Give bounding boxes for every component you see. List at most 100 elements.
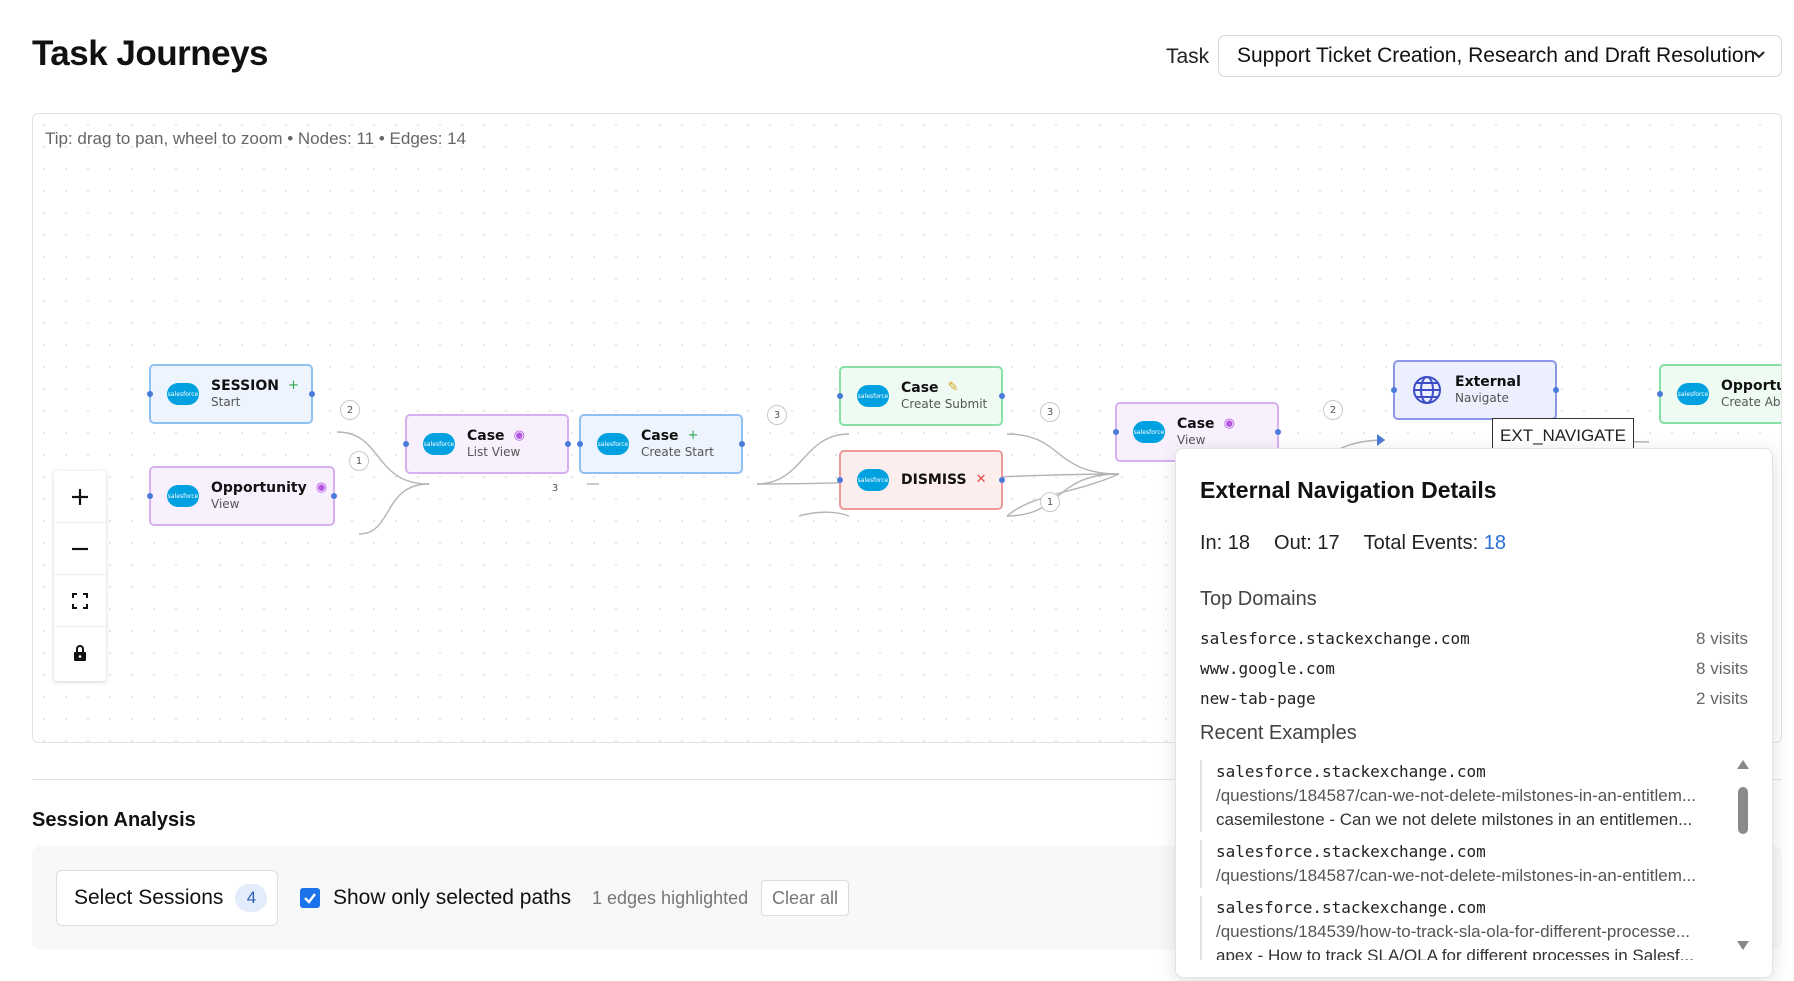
edge-casesubmit-caseview (1006, 433, 1120, 475)
edge-label: 3 (551, 482, 559, 494)
clear-all-button[interactable]: Clear all (761, 880, 849, 916)
zoom-in-button[interactable] (54, 471, 106, 523)
node-case-list-view[interactable]: salesforce Case ◉ List View (403, 414, 571, 474)
task-label: Task (1166, 45, 1210, 68)
show-only-selected-checkbox[interactable] (300, 888, 320, 908)
plus-icon: + (288, 378, 299, 393)
scroll-up-arrow-icon[interactable] (1737, 760, 1749, 769)
zoom-out-button[interactable] (54, 523, 106, 575)
details-title: External Navigation Details (1200, 477, 1497, 503)
node-case-create-submit[interactable]: salesforce Case ✎ Create Submit (837, 366, 1005, 426)
edge-label: 2 (1323, 400, 1343, 420)
total-events-value: 18 (1483, 532, 1506, 554)
salesforce-logo-icon: salesforce (857, 469, 889, 491)
domain-row: new-tab-page 2 visits (1200, 689, 1748, 708)
session-count-badge: 4 (235, 884, 268, 912)
edit-icon: ✎ (947, 380, 959, 395)
session-analysis-title: Session Analysis (32, 809, 196, 831)
node-name: SESSION (211, 378, 280, 394)
globe-icon (1411, 374, 1443, 406)
eye-icon: ◉ (1223, 416, 1235, 431)
task-select[interactable]: Support Ticket Creation, Research and Dr… (1218, 35, 1782, 77)
edge-dismiss-caseview (1006, 473, 1120, 517)
node-opportunity-view[interactable]: salesforce Opportunity ◉ View (147, 466, 337, 526)
edge-dismiss-loop (798, 511, 850, 517)
node-name: Case (641, 428, 679, 444)
recent-examples-list[interactable]: salesforce.stackexchange.com /questions/… (1200, 760, 1730, 960)
edges-highlighted-count: 1 edges highlighted (592, 888, 749, 908)
page-title: Task Journeys (32, 34, 269, 73)
node-sub: List View (467, 445, 521, 459)
eye-icon: ◉ (315, 480, 328, 495)
chevron-down-icon (1753, 51, 1765, 59)
edge-casecreate-casesubmit (756, 433, 850, 485)
checkmark-icon (304, 893, 316, 904)
node-sub: View (1177, 433, 1206, 447)
journey-canvas[interactable]: Tip: drag to pan, wheel to zoom • Nodes:… (32, 113, 1782, 743)
edge-session-caselist (336, 431, 430, 485)
node-sub: View (211, 497, 240, 511)
node-sub: Start (211, 395, 241, 409)
salesforce-logo-icon: salesforce (857, 385, 889, 407)
node-name: Case (467, 428, 505, 444)
salesforce-logo-icon: salesforce (167, 383, 199, 405)
edge-opportunity-caselist (358, 483, 430, 535)
select-sessions-button[interactable]: Select Sessions 4 (56, 870, 278, 926)
close-icon: ✕ (975, 472, 987, 487)
top-domains-title: Top Domains (1200, 588, 1317, 610)
node-name: Opportunity (211, 480, 307, 496)
edge-label: 1 (349, 451, 369, 471)
node-name: External (1455, 374, 1521, 390)
scroll-thumb[interactable] (1738, 787, 1748, 834)
details-stats: In: 18 Out: 17 Total Events: 18 (1200, 532, 1506, 555)
list-item: salesforce.stackexchange.com /questions/… (1200, 840, 1730, 888)
in-count: In: 18 (1200, 532, 1251, 554)
edge-label: 3 (1040, 402, 1060, 422)
node-name: DISMISS (901, 472, 967, 488)
select-sessions-label: Select Sessions (74, 886, 224, 909)
node-session-start[interactable]: salesforce SESSION + Start (147, 364, 315, 424)
edge-label: 1 (1040, 492, 1060, 512)
node-sub: Create Submit (901, 397, 988, 411)
fit-view-icon (72, 592, 88, 609)
eye-icon: ◉ (513, 428, 525, 443)
edge-label: 3 (767, 405, 787, 425)
recent-examples-title: Recent Examples (1200, 722, 1357, 744)
domain-row: www.google.com 8 visits (1200, 659, 1748, 678)
salesforce-logo-icon: salesforce (167, 485, 199, 507)
canvas-tip: Tip: drag to pan, wheel to zoom • Nodes:… (45, 129, 467, 148)
salesforce-logo-icon: salesforce (597, 433, 629, 455)
node-sub: Create Start (641, 445, 715, 459)
external-navigation-details-panel: External Navigation Details In: 18 Out: … (1175, 448, 1773, 978)
edge-caseview-dismiss (1006, 473, 1120, 517)
node-name: Opportu (1721, 378, 1782, 394)
plus-icon (72, 488, 88, 505)
salesforce-logo-icon: salesforce (1677, 383, 1709, 405)
node-external-navigate[interactable]: External Navigate (1391, 360, 1559, 420)
out-count: Out: 17 (1274, 532, 1340, 554)
scrollbar[interactable] (1734, 760, 1752, 950)
node-case-create-start[interactable]: salesforce Case + Create Start (577, 414, 745, 474)
fit-view-button[interactable] (54, 575, 106, 627)
salesforce-logo-icon: salesforce (423, 433, 455, 455)
total-events: Total Events: 18 (1363, 532, 1506, 554)
list-item: salesforce.stackexchange.com /questions/… (1200, 896, 1730, 960)
node-opportunity-create-abandon[interactable]: salesforce Opportu Create Aba (1657, 364, 1782, 424)
node-sub: Navigate (1455, 391, 1509, 405)
lock-icon (74, 645, 86, 661)
minus-icon (72, 547, 88, 550)
salesforce-logo-icon: salesforce (1133, 421, 1165, 443)
node-name: Case (901, 380, 939, 396)
lock-button[interactable] (54, 627, 106, 679)
plus-icon: + (687, 428, 699, 443)
scroll-down-arrow-icon[interactable] (1737, 941, 1749, 950)
domain-row: salesforce.stackexchange.com 8 visits (1200, 629, 1748, 648)
zoom-controls (54, 471, 106, 681)
task-select-value: Support Ticket Creation, Research and Dr… (1237, 44, 1756, 67)
section-divider (32, 779, 1782, 780)
node-dismiss[interactable]: salesforce DISMISS ✕ (837, 450, 1005, 510)
node-name: Case (1177, 416, 1215, 432)
show-only-selected-label[interactable]: Show only selected paths (333, 886, 572, 909)
node-sub: Create Aba (1721, 395, 1782, 409)
list-item: salesforce.stackexchange.com /questions/… (1200, 760, 1730, 832)
